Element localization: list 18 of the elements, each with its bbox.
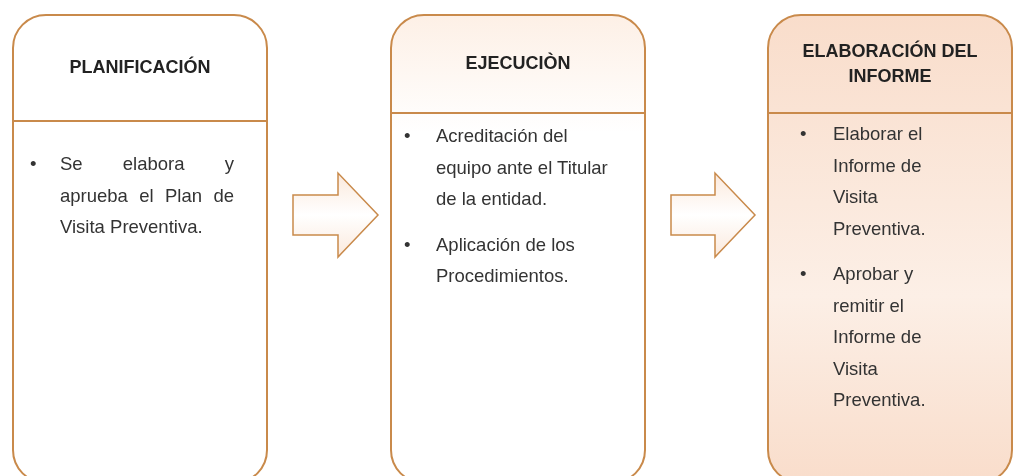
bullet-marker: • — [404, 232, 411, 257]
process-card — [12, 14, 268, 476]
bullet-marker: • — [800, 122, 807, 146]
block-arrow — [292, 171, 380, 259]
bullet-text: Aplicación de los Procedimientos. — [436, 232, 576, 288]
card-heading: EJECUCIÒN — [465, 51, 571, 76]
bullet-text: Se elabora y aprueba el Plan de Visita Preventiva. — [60, 152, 234, 239]
bullet-marker: • — [800, 262, 807, 286]
process-card — [767, 14, 1013, 476]
block-arrow — [670, 171, 757, 259]
bullet-marker: • — [404, 124, 411, 148]
bullet-text: Aprobar y remitir el Informe de Visita Preventiva. — [833, 262, 927, 412]
bullet-marker: • — [30, 152, 37, 176]
bullet-text: Elaborar el Informe de Visita Preventiva. — [833, 122, 927, 241]
card-heading: ELABORACIÓN DEL INFORME — [801, 39, 979, 88]
process-card — [390, 14, 646, 476]
bullet-text: Acreditación del equipo ante el Titular de la entidad. — [436, 124, 609, 211]
card-heading: PLANIFICACIÓN — [69, 55, 211, 80]
